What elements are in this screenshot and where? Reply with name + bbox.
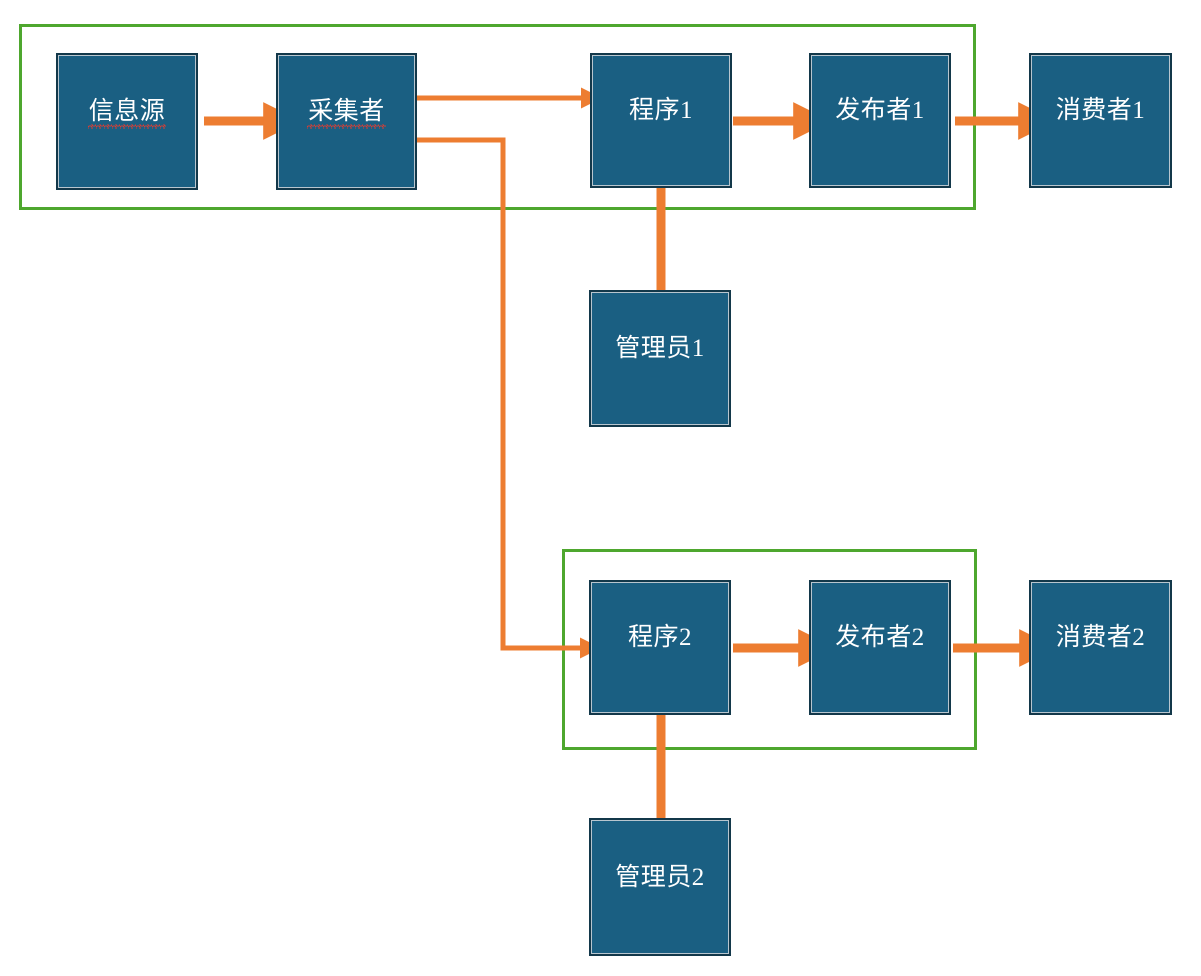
node-collector[interactable]: 采集者 <box>276 53 417 190</box>
node-source[interactable]: 信息源 <box>56 53 198 190</box>
node-consumer1[interactable]: 消费者1 <box>1029 53 1172 188</box>
node-program2-label: 程序2 <box>627 624 692 651</box>
node-collector-label: 采集者 <box>307 98 386 129</box>
node-publisher1[interactable]: 发布者1 <box>809 53 951 188</box>
node-publisher2[interactable]: 发布者2 <box>809 580 951 715</box>
node-consumer2[interactable]: 消费者2 <box>1029 580 1172 715</box>
node-consumer2-label: 消费者2 <box>1055 624 1146 651</box>
node-admin1-label: 管理员1 <box>615 335 705 362</box>
node-admin2-label: 管理员2 <box>615 863 705 891</box>
node-program1[interactable]: 程序1 <box>590 53 732 188</box>
node-admin1[interactable]: 管理员1 <box>589 290 731 427</box>
node-admin2[interactable]: 管理员2 <box>589 818 731 956</box>
node-publisher1-label: 发布者1 <box>835 97 925 124</box>
node-program2[interactable]: 程序2 <box>589 580 731 715</box>
node-consumer1-label: 消费者1 <box>1055 97 1146 124</box>
edge-collector-to-program2 <box>417 137 601 659</box>
node-program1-label: 程序1 <box>628 97 693 124</box>
node-source-label: 信息源 <box>87 98 166 129</box>
node-publisher2-label: 发布者2 <box>835 624 925 651</box>
